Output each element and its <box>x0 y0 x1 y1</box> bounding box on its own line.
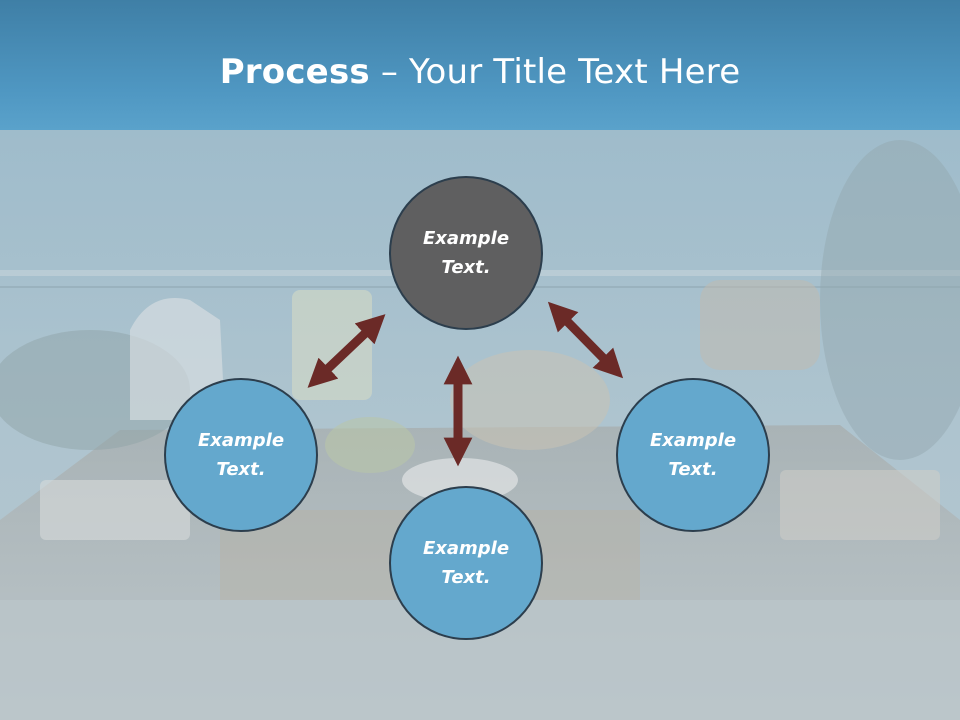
node-bottom-text: Example Text. <box>422 538 510 588</box>
node-top: Example Text. <box>389 176 543 330</box>
node-right-text: Example Text. <box>649 430 737 480</box>
title-bold: Process <box>219 52 370 92</box>
slide-title: Process – Your Title Text Here <box>0 52 960 92</box>
node-top-text: Example Text. <box>422 228 510 278</box>
node-left-text: Example Text. <box>197 430 285 480</box>
arrow-top-left <box>307 314 386 388</box>
title-band <box>0 0 960 130</box>
node-left: Example Text. <box>164 378 318 532</box>
node-right: Example Text. <box>616 378 770 532</box>
title-rest: – Your Title Text Here <box>369 52 741 92</box>
arrow-top-right <box>547 301 624 379</box>
node-bottom: Example Text. <box>389 486 543 640</box>
